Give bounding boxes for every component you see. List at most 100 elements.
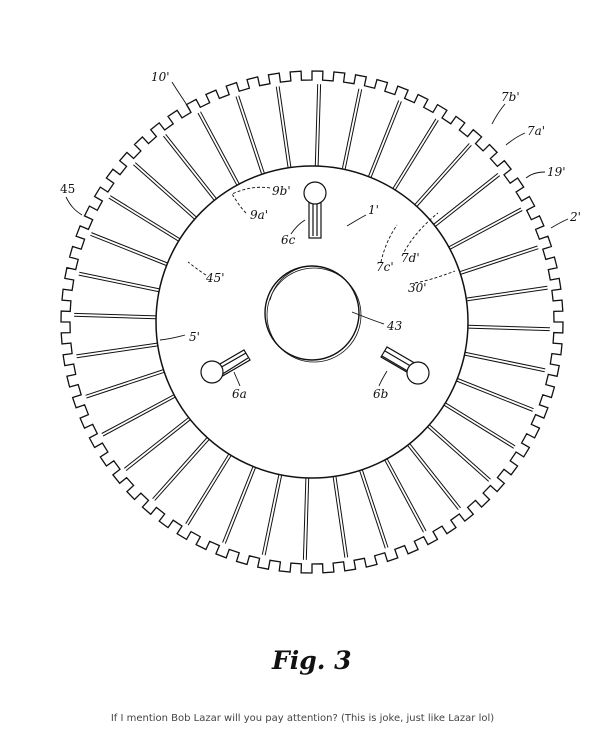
slot-line	[443, 404, 514, 449]
slot-line	[392, 118, 437, 189]
slot-line	[384, 459, 424, 533]
label-1p: 1'	[368, 203, 379, 217]
slot-line	[344, 89, 363, 170]
slot-line	[165, 133, 217, 200]
slot-line	[386, 458, 427, 532]
slot-line	[125, 419, 191, 471]
slot-line	[108, 197, 179, 242]
slot-line	[361, 469, 389, 548]
slot-line	[123, 417, 190, 469]
slot-line	[332, 476, 346, 558]
slot-line	[466, 288, 548, 302]
slot-line	[314, 84, 319, 167]
slot-line	[110, 195, 181, 240]
slot-line	[185, 453, 230, 524]
slot-line	[456, 380, 533, 412]
label-43: 43	[386, 319, 403, 333]
slot-line	[235, 96, 263, 175]
slot-line	[264, 474, 283, 556]
slot-line	[74, 315, 157, 320]
image-caption: If I mention Bob Lazar will you pay atte…	[110, 713, 495, 724]
slot-line	[90, 234, 167, 267]
slot-line	[78, 274, 160, 293]
label-10p: 10'	[151, 70, 170, 84]
label-45p: 45'	[205, 271, 225, 285]
slot-line	[134, 162, 197, 218]
slot-line	[367, 100, 400, 177]
slot-line	[317, 84, 322, 167]
figure-title: Fig. 3	[271, 646, 352, 675]
slot-line	[74, 312, 157, 317]
label-19p: 19'	[547, 165, 566, 179]
slot-line	[409, 443, 461, 509]
inner-hub-disk	[155, 165, 469, 479]
slot-line	[86, 371, 165, 399]
slot-line	[101, 394, 175, 434]
label-6a: 6a	[232, 387, 247, 401]
slot-line	[433, 173, 499, 225]
slot-line	[224, 467, 257, 544]
slot-line	[416, 144, 472, 207]
slot-line	[414, 143, 470, 205]
slot-line	[238, 95, 265, 174]
pin-6a	[200, 349, 251, 384]
label-2p: 2'	[569, 210, 581, 224]
slot-line	[76, 342, 158, 356]
pin-6c	[303, 181, 327, 239]
slot-line	[133, 164, 195, 220]
slot-line	[448, 207, 522, 248]
slot-line	[407, 444, 459, 511]
slot-line	[464, 354, 545, 373]
slot-line	[427, 426, 490, 482]
pin-6b	[380, 346, 430, 385]
slot-line	[359, 470, 386, 549]
slot-line	[278, 86, 292, 168]
slot-line	[152, 437, 208, 500]
label-7bp: 7b'	[501, 90, 520, 104]
slot-line	[275, 86, 289, 168]
slot-line	[341, 88, 360, 170]
slot-line	[466, 285, 548, 299]
radial-slots	[74, 84, 550, 560]
outer-toothed-ring	[60, 70, 564, 574]
slot-line	[91, 232, 168, 264]
slot-line	[459, 245, 538, 273]
slot-line	[429, 424, 491, 480]
slot-line	[445, 402, 516, 447]
slot-line	[200, 111, 240, 185]
label-5p: 5'	[189, 330, 200, 344]
slot-line	[464, 351, 546, 370]
label-7ap: 7a'	[527, 124, 545, 138]
slot-line	[222, 466, 254, 543]
central-bore	[264, 265, 362, 363]
label-9ap: 9a'	[250, 208, 268, 222]
slot-line	[187, 455, 232, 526]
label-45: 45	[60, 182, 75, 196]
label-9bp: 9b'	[272, 184, 291, 198]
label-7cp: 7c'	[376, 260, 394, 274]
slot-line	[163, 135, 215, 201]
slot-line	[467, 327, 550, 332]
reference-labels: 10' 7b' 7a' 19' 2' 45 9b' 9a' 1' 6c 7c' …	[60, 70, 581, 401]
slot-line	[457, 377, 534, 410]
slot-line	[197, 112, 238, 186]
slot-line	[79, 271, 160, 290]
slot-line	[434, 175, 501, 227]
label-6b: 6b	[373, 387, 388, 401]
slot-line	[154, 439, 210, 501]
label-6c: 6c	[281, 233, 296, 247]
slot-line	[305, 477, 310, 560]
slot-line	[302, 477, 307, 560]
slot-line	[102, 396, 176, 437]
slot-line	[85, 369, 164, 396]
slot-line	[76, 345, 158, 359]
slot-line	[467, 324, 550, 329]
slot-line	[261, 474, 280, 555]
slot-line	[370, 101, 402, 178]
leader-lines	[65, 81, 569, 387]
slot-line	[394, 120, 439, 191]
slot-line	[335, 476, 349, 558]
label-30p: 30'	[408, 281, 427, 295]
slot-line	[449, 210, 523, 250]
